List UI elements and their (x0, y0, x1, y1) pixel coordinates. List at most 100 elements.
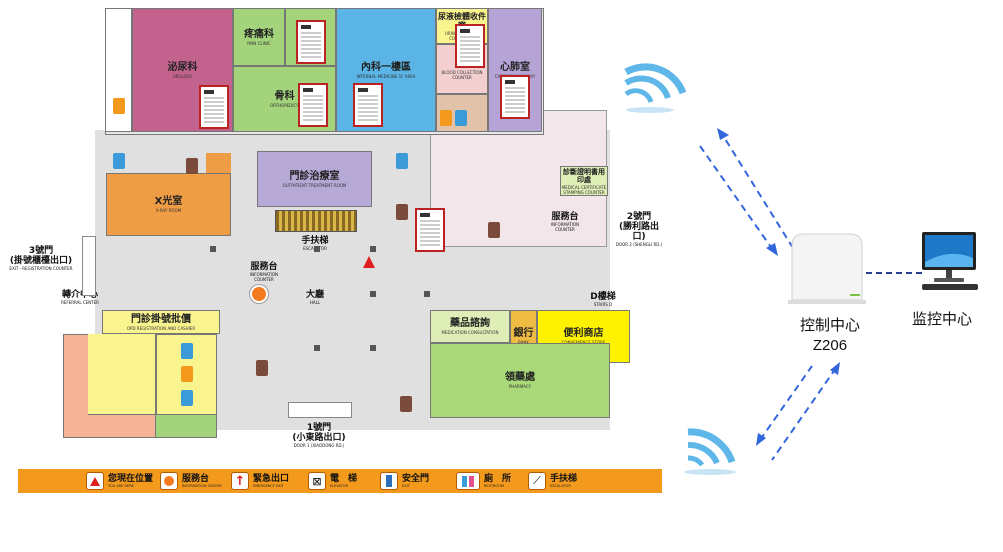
emergency-exit-icon: ↑ (231, 472, 249, 490)
xray-label: X光室 (154, 196, 183, 207)
room-registration: 門診掛號批價 OPD REGISTRATION AND CASHIER (102, 310, 220, 334)
pharmacy-label: 領藥處 (505, 372, 535, 383)
room-medical-certificate: 診斷證明書用印處 MEDICAL CERTIFICATE STAMPING CO… (560, 166, 608, 196)
registration-en: OPD REGISTRATION AND CASHIER (126, 325, 196, 331)
door2-label: 2號門 (勝利路出口) DOOR 2 (SHENGLI RD.) (615, 212, 663, 247)
room-xray: X光室 X-RAY ROOM (106, 173, 231, 236)
pillar (370, 246, 376, 252)
device-icon (199, 85, 229, 129)
blood-draw-en: BLOOD COLLECTION COUNTER (441, 70, 483, 80)
referral-center-label: 轉介中心 REFERRAL CENTER (61, 290, 99, 305)
control-center-id: Z206 (813, 337, 847, 354)
pillar (314, 246, 320, 252)
elevator-icon (488, 222, 500, 238)
internal-medicine-en: INTERNAL MEDICINE 1F AREA (356, 73, 416, 79)
exit-door-icon (380, 472, 398, 490)
control-center-device-icon (788, 233, 866, 304)
xray-en: X-RAY ROOM (155, 208, 182, 213)
outpatient-treatment-en: OUTPATIENT TREATMENT ROOM (282, 182, 347, 188)
elevator-icon: ⊠ (308, 472, 326, 490)
hall-label: 大廳 HALL (305, 290, 324, 305)
restroom-icon (181, 366, 193, 382)
arrow-head (766, 243, 778, 256)
pain-clinic-en: PAIN CLINIC (247, 40, 271, 46)
restroom-icon (440, 110, 452, 126)
salmon-inner (88, 334, 156, 415)
wifi-signal-icon (624, 63, 687, 113)
room-xray-annex (206, 153, 231, 173)
room-pharmacy: 領藥處 PHARMACY (430, 343, 610, 418)
floor-plan: 泌尿科 UROLOGY 疼痛科 PAIN CLINIC 骨科 ORTHOPEDI… (9, 8, 663, 493)
internal-medicine-label: 內科一樓區 (361, 61, 411, 73)
info-center-icon (160, 472, 178, 490)
elevator-icon (256, 360, 268, 376)
wifi-signal-icon (684, 428, 736, 475)
room-outpatient-treatment: 門診治療室 OUTPATIENT TREATMENT ROOM (257, 151, 372, 207)
pillar (424, 291, 430, 297)
arrow-head (717, 128, 729, 140)
orthopedics-en: ORTHOPEDICS (270, 102, 299, 108)
registration-label: 門診掛號批價 (131, 313, 191, 325)
bank-en: BANK (518, 340, 529, 345)
stairs-d-label: D樓梯 STAIRS D (590, 292, 616, 307)
bank-label: 銀行 (513, 328, 534, 339)
orthopedics-label: 骨科 (274, 90, 295, 102)
urology-en: UROLOGY (172, 73, 193, 79)
device-icon (455, 24, 485, 68)
restroom-icon (113, 98, 125, 114)
device-icon (353, 83, 383, 127)
medical-certificate-label: 診斷證明書用印處 (563, 167, 605, 184)
pillar (314, 345, 320, 351)
info-counter-center: 服務台 INFORMATION COUNTER (249, 262, 279, 282)
monitor-center-label: 监控中心 (912, 311, 972, 328)
elevator-icon (400, 396, 412, 412)
door3-frame (82, 236, 96, 296)
device-icon (500, 75, 530, 119)
pillar (210, 246, 216, 252)
green-corner (155, 414, 217, 438)
lower-link-arrows (759, 365, 837, 461)
outpatient-treatment-label: 門診治療室 (289, 170, 340, 182)
elevator-icon (396, 204, 408, 220)
pillar (370, 345, 376, 351)
info-counter-right: 服務台 INFORMATION COUNTER (550, 212, 580, 232)
device-icon (296, 20, 326, 64)
restroom-icon (456, 472, 480, 490)
monitor-icon (922, 232, 978, 290)
door1-label: 1號門 (小東路出口) DOOR 1 (XIAODONG RD.) (292, 423, 346, 448)
room-pain-clinic: 疼痛科 PAIN CLINIC (233, 8, 285, 66)
room-medication-consultation: 藥品諮詢 MEDICATION CONSULTATION (430, 310, 510, 343)
pillar (370, 291, 376, 297)
you-are-here-icon (86, 472, 104, 490)
you-are-here-marker (363, 256, 375, 268)
arrow-head (830, 362, 840, 375)
arrow-head (756, 433, 766, 446)
info-center-icon (252, 287, 266, 301)
convenience-store-label: 便利商店 (563, 328, 604, 339)
network-diagram: 控制中心 Z206 监控中心 (624, 63, 978, 475)
restroom-icon (181, 343, 193, 359)
elevator-icon (186, 158, 198, 174)
cardiopulmonary-label: 心肺室 (500, 61, 530, 73)
medical-certificate-en: MEDICAL CERTIFICATE STAMPING COUNTER (561, 184, 607, 195)
pharmacy-en: PHARMACY (508, 384, 532, 389)
medication-consultation-label: 藥品諮詢 (450, 318, 490, 329)
room-internal-medicine: 內科一樓區 INTERNAL MEDICINE 1F AREA (336, 8, 436, 132)
restroom-icon (396, 153, 408, 169)
medication-consultation-en: MEDICATION CONSULTATION (441, 330, 499, 335)
control-center-label: 控制中心 (800, 317, 860, 334)
restroom-icon (455, 110, 467, 126)
upper-link-arrows (699, 133, 794, 251)
device-icon (415, 208, 445, 252)
restroom-icon (113, 153, 125, 169)
device-icon (298, 83, 328, 127)
pain-clinic-label: 疼痛科 (244, 28, 274, 40)
escalator-icon: ⟋ (528, 472, 546, 490)
restroom-icon (181, 390, 193, 406)
